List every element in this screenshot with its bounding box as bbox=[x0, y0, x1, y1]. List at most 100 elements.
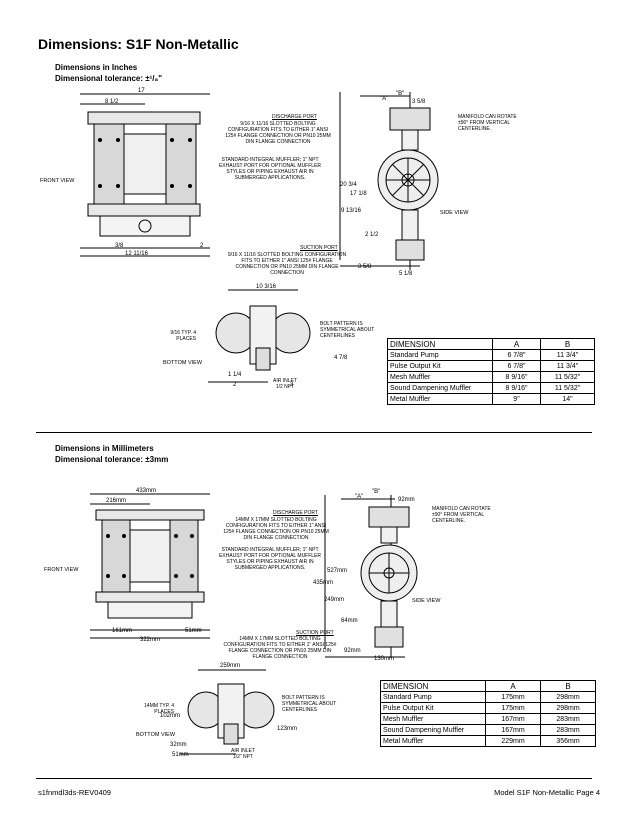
table-cell: 175mm bbox=[485, 691, 541, 703]
dim-height-249-mm: 249mm bbox=[324, 597, 345, 603]
table-header: B bbox=[540, 680, 596, 692]
dim-bottom-left-offset: 1 1/4 bbox=[228, 372, 242, 378]
table-cell: 356mm bbox=[540, 735, 596, 747]
dim-height-total-mm: 527mm bbox=[327, 568, 348, 574]
bottom-view-drawing-mm bbox=[180, 669, 275, 755]
table-cell: 6 7/8" bbox=[492, 349, 541, 361]
bottom-view-drawing bbox=[208, 289, 311, 383]
table-header-row: DIMENSION A B bbox=[380, 680, 596, 692]
dim-bottom-height-mm: 123mm bbox=[277, 726, 298, 732]
dim-foot-left-mm: 161mm bbox=[112, 628, 133, 634]
front-view-label-mm: FRONT VIEW bbox=[44, 567, 79, 573]
table-cell: 283mm bbox=[540, 724, 596, 736]
table-cell: 11 3/4" bbox=[539, 360, 596, 372]
muffler-note: STANDARD INTEGRAL MUFFLER; 1" NPT EXHAUS… bbox=[218, 157, 322, 181]
section-divider bbox=[36, 432, 592, 433]
air-inlet-note: AIR INLET 1/2 NPT bbox=[273, 378, 297, 390]
side-view-label-mm: SIDE VIEW bbox=[412, 598, 441, 604]
dim-height-total: 20 3/4 bbox=[340, 182, 357, 188]
table-cell: 11 5/32" bbox=[539, 382, 596, 394]
dim-height-9: 9 13/16 bbox=[341, 208, 362, 214]
table-cell: 167mm bbox=[485, 724, 541, 736]
table-cell: Sound Dampening Muffler bbox=[380, 724, 486, 736]
table-cell: 6 7/8" bbox=[492, 360, 541, 372]
suction-port-note: 9/16 x 11/16 SLOTTED BOLTING CONFIGURATI… bbox=[227, 252, 347, 276]
table-cell: Standard Pump bbox=[380, 691, 486, 703]
dim-bottom-2: 2 bbox=[233, 382, 237, 388]
dim-foot-right: 2 bbox=[200, 243, 204, 249]
front-view-label: FRONT VIEW bbox=[40, 178, 75, 184]
dim-half-width: 8 1/2 bbox=[105, 99, 119, 105]
dim-half-width-mm: 216mm bbox=[106, 498, 127, 504]
dim-foot-right-mm: 51mm bbox=[185, 628, 202, 634]
air-inlet-note-mm: AIR INLET 1/2" NPT bbox=[231, 748, 255, 760]
bolt-pattern-note: BOLT PATTERN IS SYMMETRICAL ABOUT CENTER… bbox=[320, 321, 375, 339]
table-cell: 175mm bbox=[485, 702, 541, 714]
dim-bottom-102-mm: 102mm bbox=[160, 713, 181, 719]
dim-top-right: 3 5/8 bbox=[412, 99, 426, 105]
table-cell: 8 9/16" bbox=[492, 382, 541, 394]
table-header: B bbox=[539, 338, 596, 350]
table-cell: Standard Pump bbox=[387, 349, 493, 361]
dim-bottom-width: 10 3/16 bbox=[256, 284, 277, 290]
dim-overall-width: 17 bbox=[138, 88, 145, 94]
side-view-drawing bbox=[339, 92, 439, 270]
dim-bottom-51-mm: 51mm bbox=[172, 752, 189, 758]
table-cell: 11 3/4" bbox=[539, 349, 596, 361]
discharge-port-note: 9/16 x 11/16 SLOTTED BOLTING CONFIGURATI… bbox=[225, 121, 331, 145]
bottom-view-label: BOTTOM VIEW bbox=[163, 360, 203, 366]
table-header: A bbox=[492, 338, 541, 350]
dim-top-right-mm: 92mm bbox=[398, 497, 415, 503]
discharge-port-title-mm: DISCHARGE PORT bbox=[273, 510, 318, 516]
table-cell: 298mm bbox=[540, 691, 596, 703]
suction-port-title: SUCTION PORT bbox=[300, 245, 338, 251]
dim-base-width-mm: 322mm bbox=[140, 637, 161, 643]
manifold-note: MANIFOLD CAN ROTATE ±90° FROM VERTICAL C… bbox=[458, 114, 517, 132]
muffler-note-mm: STANDARD INTEGRAL MUFFLER; 1" NPT EXHAUS… bbox=[218, 547, 322, 571]
table-cell: Mesh Muffler bbox=[380, 713, 486, 725]
dim-bracket-b: "B" bbox=[396, 91, 405, 97]
dim-bracket-b-mm: "B" bbox=[372, 489, 381, 495]
dim-bottom-width-mm: 259mm bbox=[220, 663, 241, 669]
table-cell: 9" bbox=[492, 393, 541, 405]
table-header: A bbox=[485, 680, 541, 692]
side-view-drawing-mm bbox=[324, 495, 418, 658]
table-cell: 283mm bbox=[540, 713, 596, 725]
table-cell: Sound Dampening Muffler bbox=[387, 382, 493, 394]
bottom-view-label-mm: BOTTOM VIEW bbox=[136, 732, 176, 738]
dim-height-64-mm: 64mm bbox=[341, 618, 358, 624]
dim-bottom-right: 5 1/8 bbox=[399, 271, 413, 277]
table-cell: Pulse Output Kit bbox=[380, 702, 486, 714]
page-title: Dimensions: S1F Non-Metallic bbox=[38, 36, 239, 52]
table-cell: Pulse Output Kit bbox=[387, 360, 493, 372]
dim-height-435-mm: 435mm bbox=[313, 580, 334, 586]
dim-bottom-left-offset-mm: 32mm bbox=[170, 742, 187, 748]
table-cell: 229mm bbox=[485, 735, 541, 747]
table-header: DIMENSION bbox=[380, 680, 486, 692]
table-cell: Metal Muffler bbox=[380, 735, 486, 747]
suction-port-title-mm: SUCTION PORT bbox=[296, 630, 334, 636]
mm-heading: Dimensions in Millimeters bbox=[55, 444, 154, 453]
table-header-row: DIMENSION A B bbox=[387, 338, 596, 350]
table-cell: 167mm bbox=[485, 713, 541, 725]
table-cell: 298mm bbox=[540, 702, 596, 714]
footer-doc-id: s1fnmdl3ds-REV0409 bbox=[38, 788, 111, 797]
dim-bottom-left-mm: 92mm bbox=[344, 648, 361, 654]
mm-tolerance: Dimensional tolerance: ±3mm bbox=[55, 455, 169, 464]
bolt-pattern-note-mm: BOLT PATTERN IS SYMMETRICAL ABOUT CENTER… bbox=[282, 695, 337, 713]
mount-holes-note-mm: 14mm TYP. 4 PLACES bbox=[144, 703, 174, 715]
table-cell: 14" bbox=[539, 393, 596, 405]
dim-foot-left: 3/8 bbox=[115, 243, 124, 249]
mount-holes-note: 9/16 TYP. 4 PLACES bbox=[170, 330, 196, 342]
footer-rule bbox=[36, 778, 592, 779]
table-header: DIMENSION bbox=[387, 338, 493, 350]
